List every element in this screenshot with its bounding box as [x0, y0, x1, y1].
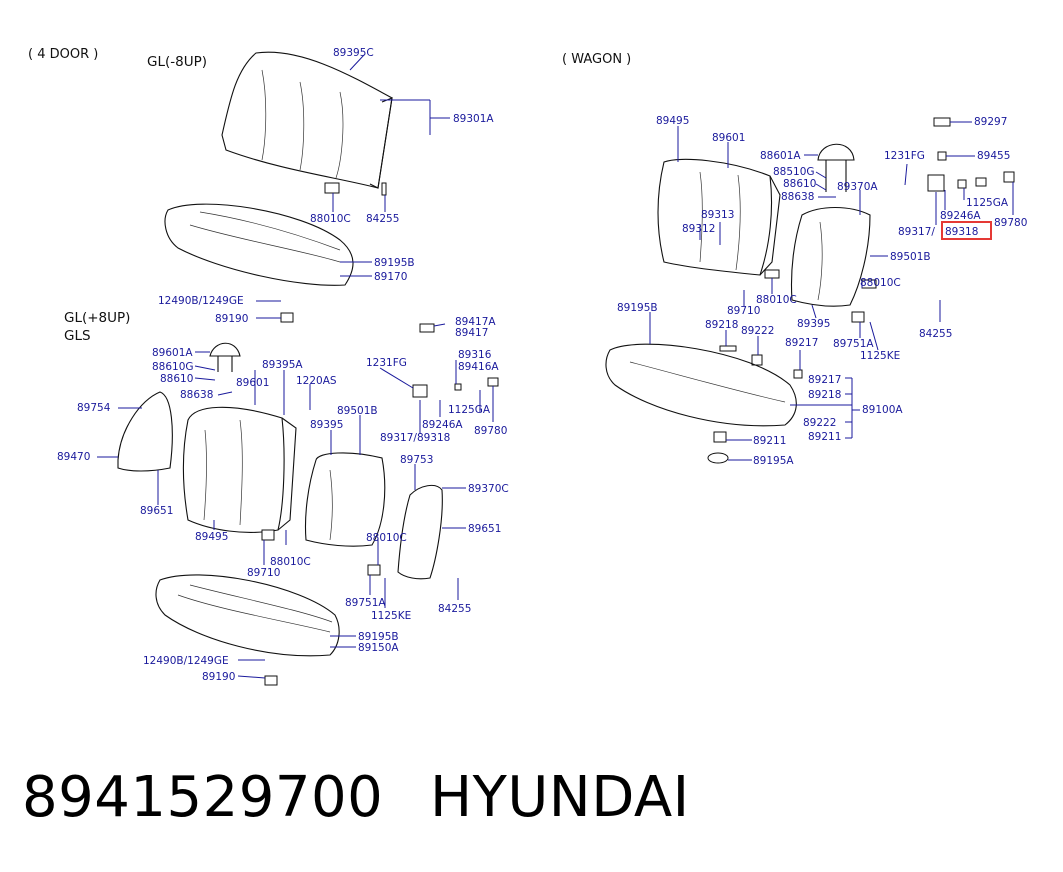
callout-label: 88610	[160, 373, 193, 385]
callout-label: 1125KE	[371, 610, 411, 622]
callout-label: 89370C	[468, 483, 509, 495]
callout-label: 89190	[215, 313, 248, 325]
callout-label: 89395A	[262, 359, 303, 371]
header-4-door: ( 4 DOOR )	[28, 47, 98, 62]
callout-label: 89780	[474, 425, 507, 437]
callout-label: 89370A	[837, 181, 878, 193]
section-wagon-leaders	[649, 121, 1014, 461]
callout-label: 89501B	[337, 405, 378, 417]
callout-label: 89601	[712, 132, 745, 144]
callout-label: 89211	[808, 431, 841, 443]
callout-label: 12490B/1249GE	[158, 295, 244, 307]
callout-label: 89100A	[862, 404, 903, 416]
callout-label: 89222	[803, 417, 836, 429]
callout-label: 88010C	[366, 532, 407, 544]
callout-label: 89317/	[898, 226, 935, 238]
header-gl-plus: GL(+8UP)	[64, 310, 130, 326]
callout-label: 89313	[701, 209, 734, 221]
callout-label: 88010C	[756, 294, 797, 306]
callout-label: 84255	[366, 213, 399, 225]
callout-label: 89246A	[940, 210, 981, 222]
part-number: 8941529700	[22, 765, 384, 830]
callout-label: 88638	[781, 191, 814, 203]
callout-label: 89416A	[458, 361, 499, 373]
callout-label: 89501B	[890, 251, 931, 263]
callout-label: 88601A	[760, 150, 801, 162]
section-gl-minus-drawing	[164, 51, 393, 323]
callout-label: 1231FG	[366, 357, 407, 369]
callout-label: 88510G	[773, 166, 815, 178]
callout-label: 89495	[195, 531, 228, 543]
brand-name: HYUNDAI	[430, 765, 690, 830]
callout-label: 89195B	[374, 257, 415, 269]
callout-label: 89470	[57, 451, 90, 463]
callout-label: 89780	[994, 217, 1027, 229]
header-gl-minus: GL(-8UP)	[147, 54, 207, 70]
callout-label: 89150A	[358, 642, 399, 654]
callout-label: 89417	[455, 327, 488, 339]
callout-label: 89217	[808, 374, 841, 386]
callout-label: 88610	[783, 178, 816, 190]
section-wagon-drawing	[605, 117, 1015, 464]
callout-label: 89455	[977, 150, 1010, 162]
callout-label: 88610G	[152, 361, 194, 373]
callout-label: 89312	[682, 223, 715, 235]
callout-label: 89651	[468, 523, 501, 535]
callout-label: 12490B/1249GE	[143, 655, 229, 667]
callout-label: 89317/89318	[380, 432, 450, 444]
callout-label: 89751A	[833, 338, 874, 350]
callout-label: 89301A	[453, 113, 494, 125]
callout-label: 89195A	[753, 455, 794, 467]
callout-label: 89316	[458, 349, 492, 361]
callout-label: 88010C	[270, 556, 311, 568]
callout-label: 89211	[753, 435, 786, 447]
callout-label: 89395	[797, 318, 830, 330]
section-gl-plus-drawing	[117, 323, 499, 686]
callout-label: 89601	[236, 377, 269, 389]
callout-label: 89297	[974, 116, 1007, 128]
section-gl-plus-leaders	[97, 323, 494, 679]
callout-label: 89246A	[422, 419, 463, 431]
callout-label: 89751A	[345, 597, 386, 609]
callout-label: 89395C	[333, 47, 374, 59]
callout-label: 89195B	[358, 631, 399, 643]
callout-label: 89217	[785, 337, 818, 349]
callout-label: 88010C	[860, 277, 901, 289]
callout-label: 88638	[180, 389, 213, 401]
callout-label: 89190	[202, 671, 235, 683]
callout-label: 1220AS	[296, 375, 337, 387]
callout-label: 89195B	[617, 302, 658, 314]
callout-label: 89218	[705, 319, 738, 331]
callout-label: 1125GA	[966, 197, 1009, 209]
highlight-box	[941, 221, 992, 240]
callout-label: 89754	[77, 402, 111, 414]
section-gl-minus-leaders	[256, 54, 450, 319]
callout-label: 84255	[438, 603, 471, 615]
callout-label: 89651	[140, 505, 173, 517]
callout-label: 1231FG	[884, 150, 925, 162]
callout-label: 89710	[247, 567, 280, 579]
callout-label: 88010C	[310, 213, 351, 225]
callout-label: 89753	[400, 454, 433, 466]
callout-label-highlighted: 89318	[945, 226, 978, 238]
callout-label: 84255	[919, 328, 952, 340]
header-gls: GLS	[64, 328, 91, 344]
callout-label: 89710	[727, 305, 760, 317]
callout-label: 1125KE	[860, 350, 900, 362]
callout-label: 89395	[310, 419, 343, 431]
callout-label: 89417A	[455, 316, 496, 328]
callout-label: 89170	[374, 271, 407, 283]
callout-label: 1125GA	[448, 404, 491, 416]
callout-label: 89222	[741, 325, 774, 337]
callout-label: 89601A	[152, 347, 193, 359]
header-wagon: ( WAGON )	[562, 52, 631, 67]
callout-label: 89218	[808, 389, 841, 401]
callout-label: 89495	[656, 115, 689, 127]
